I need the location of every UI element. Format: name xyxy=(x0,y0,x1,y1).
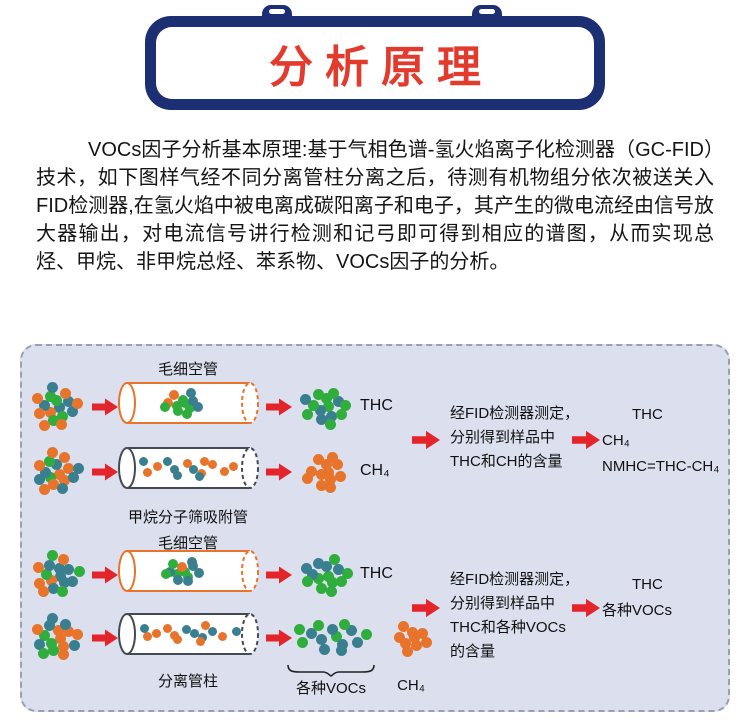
result-ch4: CH₄ xyxy=(602,432,630,449)
tube-separating-dots xyxy=(130,453,242,483)
thc-dots xyxy=(297,383,353,433)
flow-arrow-icon xyxy=(92,398,118,416)
thc-label: THC xyxy=(360,397,393,414)
vocs-group-label: 各种VOCs xyxy=(295,680,366,697)
tube-sample-dots xyxy=(156,387,208,420)
result-values-1: THC CH₄ NMHC=THC-CH₄ xyxy=(602,402,719,480)
flow-arrow-icon xyxy=(412,598,440,618)
intro-paragraph: VOCs因子分析基本原理:基于气相色谱-氢火焰离子化检测器（GC-FID）技术，… xyxy=(36,139,714,273)
thc-dots xyxy=(297,551,354,601)
result-values-2: THC 各种VOCs xyxy=(602,572,672,624)
flow-arrow-icon xyxy=(92,566,118,584)
underbrace-icon xyxy=(286,663,376,677)
ch4-dots xyxy=(299,449,351,495)
flow-arrow-icon xyxy=(266,398,292,416)
separation-column-label: 分离管柱 xyxy=(157,673,218,690)
molecular-sieve-tube xyxy=(116,445,261,491)
title-banner: 分析原理 xyxy=(145,16,605,110)
flow-arrow-icon xyxy=(266,463,292,481)
ch4-label: CH₄ xyxy=(360,462,390,479)
analysis-flow-diagram: 毛细空管 THC xyxy=(20,344,730,712)
capillary-tube xyxy=(116,380,261,426)
tube-sample-dots xyxy=(156,555,208,588)
fid-measure-text-1: 经FID检测器测定， 分别得到样品中 THC和CH的含量 xyxy=(450,405,580,470)
page-title: 分析原理 xyxy=(269,43,493,92)
sample-mixture-dots xyxy=(28,549,86,602)
capillary-tube xyxy=(116,548,261,594)
flow-arrow-icon xyxy=(266,629,292,647)
capillary-tube-label: 毛细空管 xyxy=(157,361,218,378)
flow-arrow-icon xyxy=(266,566,292,584)
separation-column-tube xyxy=(116,611,261,657)
flow-arrow-icon xyxy=(412,430,440,450)
flow-arrow-icon xyxy=(92,629,118,647)
sample-mixture-dots xyxy=(28,447,86,499)
result-nmhc: NMHC=THC-CH₄ xyxy=(602,458,720,475)
result-vocs: 各种VOCs xyxy=(602,602,673,619)
sample-mixture-dots xyxy=(28,612,86,665)
flow-arrow-icon xyxy=(572,430,600,450)
molecular-sieve-tube-label: 甲烷分子筛吸附管 xyxy=(127,509,248,526)
fid-measure-text-2: 经FID检测器测定， 分别得到样品中 THC和各种VOCs 的含量 xyxy=(450,571,580,660)
flow-arrow-icon xyxy=(572,598,600,618)
ch4-group-label: CH₄ xyxy=(397,677,425,694)
sample-mixture-dots xyxy=(28,382,86,434)
vocs-dots xyxy=(288,614,374,660)
flow-arrow-icon xyxy=(92,463,118,481)
title-banner-inner: 分析原理 xyxy=(156,27,594,99)
thc-label: THC xyxy=(360,565,393,582)
tube-separating-dots xyxy=(130,619,242,649)
result-thc: THC xyxy=(632,576,663,593)
ch4-dots xyxy=(388,619,434,659)
result-thc: THC xyxy=(632,406,663,423)
capillary-tube-label: 毛细空管 xyxy=(157,535,218,552)
